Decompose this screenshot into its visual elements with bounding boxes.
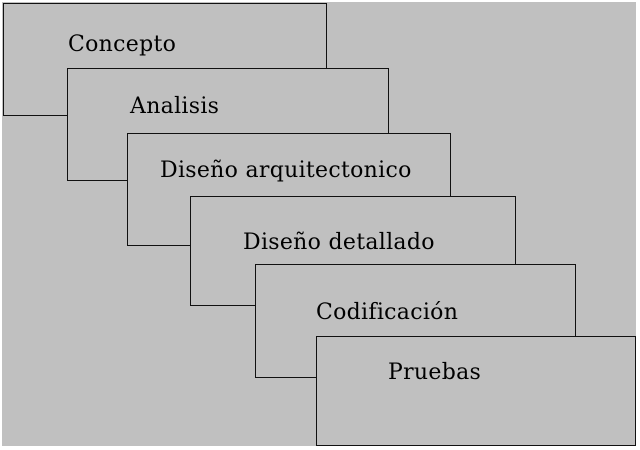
stage-label-concepto: Concepto bbox=[68, 32, 177, 57]
stage-label-pruebas: Pruebas bbox=[388, 360, 482, 385]
stage-box-pruebas bbox=[316, 336, 636, 446]
stage-label-diseno-detallado: Diseño detallado bbox=[243, 230, 435, 255]
stage-label-codificacion: Codificación bbox=[316, 300, 459, 325]
stage-label-analisis: Analisis bbox=[130, 94, 220, 119]
stage-label-diseno-arquitectonico: Diseño arquitectonico bbox=[160, 158, 412, 183]
